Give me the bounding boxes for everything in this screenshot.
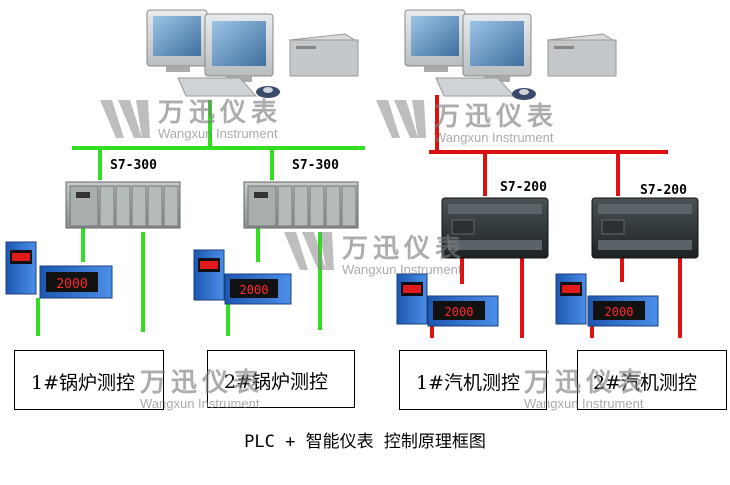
turbine2-control-label: 2#汽机测控 <box>593 372 698 394</box>
monitor-icon <box>462 13 532 82</box>
plc-s7-300-right <box>243 181 359 229</box>
turbine-network-lines <box>429 95 682 338</box>
meter-vertical-icon <box>555 273 587 325</box>
watermark-logo-icon <box>100 100 150 138</box>
plc-label-s7-200-right: S7-200 <box>640 183 687 198</box>
computer-case-icon <box>546 33 618 77</box>
computer-case-icon <box>288 33 360 77</box>
turbine1-control-box <box>399 350 547 410</box>
meter-horizontal-icon: 2000 <box>427 295 499 327</box>
boiler2-control-label: 2#锅炉测控 <box>224 371 329 393</box>
meter-display-text: 2000 <box>605 305 634 319</box>
watermark-logo-icon <box>284 232 334 270</box>
watermark-logo-icon <box>376 100 426 138</box>
meter-vertical-icon <box>396 273 428 325</box>
monitor-icon <box>404 9 466 72</box>
boiler2-control-box <box>207 350 355 408</box>
workstation-right <box>404 9 618 100</box>
boiler1-control-label: 1#锅炉测控 <box>31 372 136 394</box>
plc-s7-200-right <box>591 197 699 259</box>
meter-horizontal-icon: 2000 <box>224 273 292 305</box>
monitor-icon <box>204 13 274 82</box>
keyboard-icon <box>177 77 258 97</box>
plc-s7-300-left <box>65 181 181 229</box>
meter-display-text: 2000 <box>445 305 474 319</box>
plc-label-s7-200-left: S7-200 <box>500 180 547 195</box>
meter-horizontal-icon: 2000 <box>39 265 113 299</box>
workstation-left <box>146 9 360 98</box>
meter-vertical-icon <box>193 249 225 301</box>
monitor-icon <box>146 9 208 72</box>
boiler-network-lines <box>36 100 365 336</box>
plc-label-s7-300-left: S7-300 <box>110 158 157 173</box>
boiler1-control-box <box>14 350 164 410</box>
turbine1-control-label: 1#汽机测控 <box>416 372 521 394</box>
mouse-icon <box>256 86 280 98</box>
meter-display-text: 2000 <box>240 283 269 297</box>
mouse-icon <box>512 88 536 100</box>
diagram-caption: PLC + 智能仪表 控制原理框图 <box>244 432 486 452</box>
turbine2-control-box <box>577 350 727 410</box>
meter-vertical-icon <box>5 241 37 295</box>
plc-label-s7-300-right: S7-300 <box>292 158 339 173</box>
meter-horizontal-icon: 2000 <box>587 295 659 327</box>
plc-s7-200-left <box>441 197 549 259</box>
meter-display-text: 2000 <box>56 277 87 292</box>
